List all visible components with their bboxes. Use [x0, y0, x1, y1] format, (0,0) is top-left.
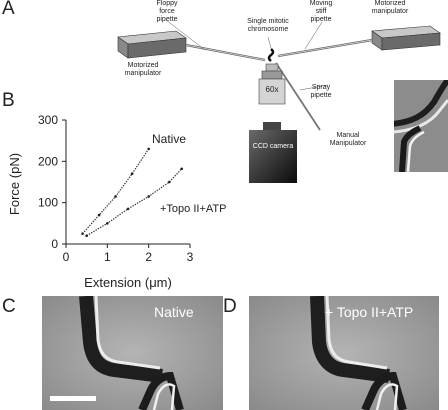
- scale-bar: [50, 396, 96, 401]
- schematic-diagram: [117, 19, 441, 183]
- micrograph-label-topo: + Topo II+ATP: [325, 304, 414, 320]
- data-point: [130, 172, 134, 176]
- micrograph-topo: + Topo II+ATP: [249, 296, 439, 410]
- micrograph-label-native: Native: [154, 304, 194, 320]
- series-line-native: [82, 148, 150, 235]
- y-tick-label: 0: [51, 237, 58, 251]
- label-chromosome: Single mitotic chromosome: [247, 18, 289, 33]
- label-floppy-pipette: Floppy force pipette: [156, 0, 178, 23]
- x-tick-label: 3: [187, 250, 194, 264]
- y-tick-label: 300: [38, 113, 58, 127]
- panel-label-c: C: [2, 296, 16, 317]
- label-manual-manipulator: Manual Manipulator: [329, 132, 367, 147]
- spray-pipette: [275, 62, 321, 131]
- ccd-camera: [249, 122, 297, 183]
- x-axis-label: Extension (μm): [84, 275, 172, 290]
- x-tick-label: 1: [104, 250, 111, 264]
- series-line-topo: [86, 168, 183, 237]
- chromosome: [267, 48, 275, 62]
- annotation-native: Native: [152, 132, 186, 146]
- x-tick-label: 0: [63, 250, 70, 264]
- data-point: [97, 213, 101, 217]
- data-point: [114, 195, 117, 198]
- label-ccd-camera: CCD camera: [252, 143, 294, 150]
- data-point: [180, 167, 184, 171]
- force-extension-chart: 0 1 2 3 0 100 200 300 Force (pN) Extension (μm)…: [7, 113, 226, 290]
- panel-label-b: B: [2, 90, 15, 111]
- data-point: [81, 232, 84, 235]
- label-right-manipulator: Motorized manipulator: [371, 0, 409, 15]
- panel-label-a: A: [2, 0, 15, 19]
- left-manipulator-box: [117, 30, 187, 59]
- objective-60x: [258, 63, 286, 105]
- y-tick-label: 200: [38, 154, 58, 168]
- data-point: [106, 222, 109, 225]
- label-left-manipulator: Motorized manipulator: [124, 62, 162, 77]
- data-point: [85, 234, 88, 238]
- panel-label-d: D: [223, 296, 237, 317]
- right-manipulator-box: [371, 25, 441, 51]
- label-spray-pipette: Spray pipette: [310, 84, 332, 99]
- y-tick-label: 100: [38, 196, 58, 210]
- label-objective: 60x: [265, 85, 279, 94]
- data-point: [147, 195, 150, 198]
- inset-micrograph: [394, 80, 448, 172]
- micrograph-native: Native: [42, 296, 223, 410]
- y-axis-label: Force (pN): [7, 153, 22, 215]
- annotation-topo: +Topo II+ATP: [160, 203, 226, 215]
- data-point: [168, 180, 171, 184]
- data-point: [147, 147, 150, 151]
- x-tick-label: 2: [145, 250, 152, 264]
- label-stiff-pipette: Moving stiff pipette: [309, 0, 333, 23]
- data-point: [126, 207, 130, 211]
